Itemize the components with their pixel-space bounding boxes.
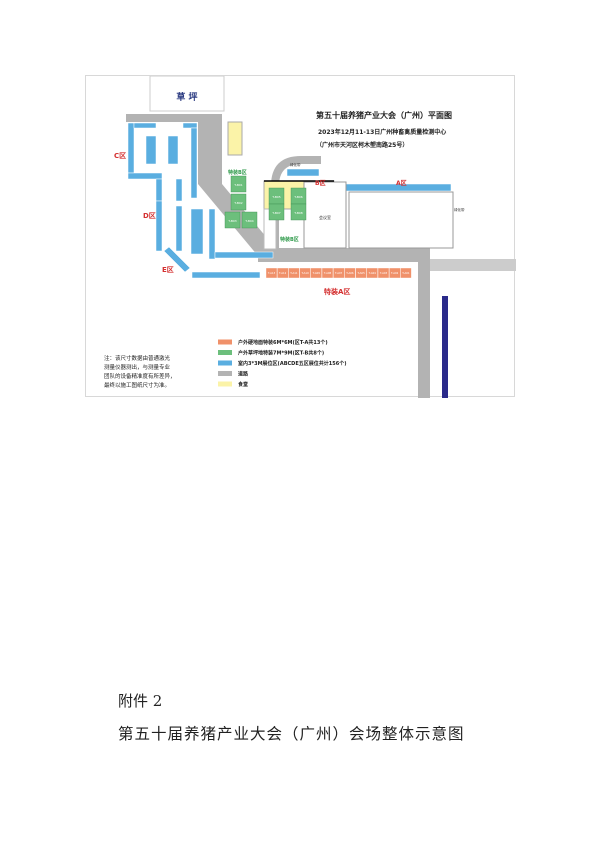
booth-label: T-A06 [346,271,354,275]
note-line: 团队的设备精准度有所差异， [104,372,176,380]
note-line: 测量仪器测出，与测量专业 [104,363,171,371]
special-b-booth [268,203,285,221]
plan-subtitle: 2023年12月11-13日广州种畜禽质量检测中心 [318,128,446,136]
note-line: 最终以施工图纸尺寸为准。 [104,381,170,389]
legend-swatch [218,371,232,376]
special-b-booth [241,211,258,229]
booth-label: T-A09 [313,271,321,275]
legend-label: 户外硬地面特装6M*6M(区T-A共13个) [237,339,328,346]
green-belt-label-2: 绿化带 [454,207,465,212]
booth-label: T-A07 [335,271,343,275]
zone-special-b-label-2: 特装B区 [280,236,299,243]
special-a-booth [344,267,356,279]
booth-label: T-A01 [402,271,410,275]
plan-title: 第五十届养猪产业大会（广州）平面图 [316,110,452,120]
special-a-booth [310,267,323,279]
booth-label: T-B06 [293,195,302,199]
lawn-label: 草 坪 [176,91,197,103]
booth-label: T-B02 [233,201,242,205]
legend-label: 室内3*3M展位区(ABCDE五区展位共计156个) [238,360,346,367]
lawn-area [149,76,225,112]
legend-swatch [218,360,232,366]
special-b-booth [230,175,247,193]
zone-d-label: D区 [143,212,156,220]
legend-label: 食堂 [238,381,248,388]
zone-special-b-label: 特装B区 [228,169,247,176]
document-title: 第五十届养猪产业大会（广州）会场整体示意图 [118,725,465,743]
booth-label: T-B05 [271,195,280,199]
legend: 户外硬地面特装6M*6M(区T-A共13个) 户外草坪地特装7M*9M(区T-B共… [218,339,346,388]
special-a-booth [366,267,378,279]
zone-b-label: B区 [315,179,326,187]
zone-c-label: C区 [114,152,126,160]
booth-label: T-B01 [233,183,242,187]
green-belt-label: 绿化带 [290,162,301,167]
booth-label: T-A04 [369,271,377,275]
booth-label: T-A11 [290,271,298,275]
booth-label: T-A02 [391,271,399,275]
special-b-booth [224,211,241,229]
plan-address: （广州市天河区柯木塱南路25号） [316,141,408,149]
zone-e-label: E区 [162,266,174,274]
canteen [227,121,243,156]
booth-label: T-A03 [380,271,388,275]
booth-label: T-A12 [279,271,287,275]
booth-label: T-A13 [268,271,276,275]
booth-label: T-B04 [244,219,253,223]
meeting-room [303,181,347,249]
booth-label: T-A08 [324,271,332,275]
booth-label: T-B07 [271,211,280,215]
legend-label: 道路 [238,371,249,378]
legend-swatch [218,350,232,355]
legend-swatch [218,381,232,387]
meeting-room-label: 会议室 [319,214,331,220]
floor-plan-drawing: 草 坪 [104,76,516,398]
note-line: 注：该尺寸数据由普通激光 [104,354,171,362]
special-a-booth [377,267,390,279]
booth-label: T-A05 [357,271,365,275]
special-a-booth [288,267,300,279]
special-b-booth [230,193,247,211]
special-b-booth [290,203,307,221]
indoor-booths [127,122,452,279]
legend-label: 户外草坪地特装7M*9M(区T-B共8个) [237,350,324,357]
zone-a-label: A区 [396,179,407,187]
booth-label: T-B08 [293,211,302,215]
blue-strip [442,296,448,398]
zone-special-a-label: 特装A区 [324,287,350,296]
legend-swatch [218,339,232,345]
booth-label: T-A10 [301,271,309,275]
annex-label: 附件 2 [118,692,163,710]
booth-label: T-B03 [227,219,236,223]
special-a-booth [400,267,412,279]
hall-building [348,191,454,249]
venue-floor-plan: 草 坪 [85,75,516,398]
